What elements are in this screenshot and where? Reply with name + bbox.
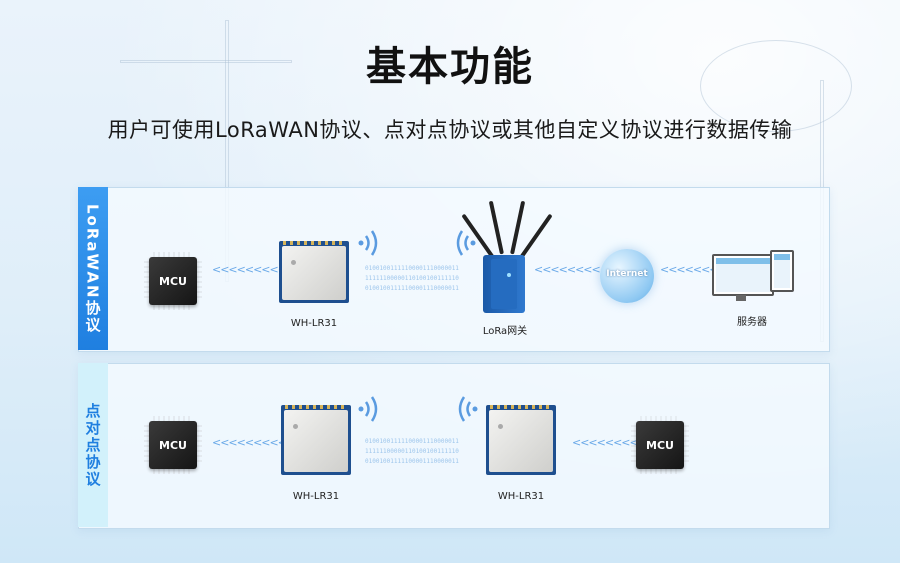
module-label: WH-LR31 bbox=[497, 491, 545, 502]
mcu-chip: MCU bbox=[631, 416, 689, 474]
module-label: WH-LR31 bbox=[290, 318, 338, 329]
internet-label: Internet bbox=[606, 269, 648, 279]
mcu-label: MCU bbox=[646, 438, 674, 452]
module-label: WH-LR31 bbox=[292, 491, 340, 502]
monitor-icon bbox=[712, 254, 774, 296]
lora-module bbox=[279, 241, 349, 303]
module-shield bbox=[284, 410, 348, 472]
server-label: 服务器 bbox=[737, 317, 767, 328]
binary-data-stream: 01001001111100001110000011 1111110000011… bbox=[365, 265, 459, 292]
page-title: 基本功能 bbox=[366, 44, 534, 90]
page-subtitle: 用户可使用LoRaWAN协议、点对点协议或其他自定义协议进行数据传输 bbox=[107, 118, 793, 142]
mcu-chip: MCU bbox=[144, 252, 202, 310]
arrows-icon: <<<<<<<<<< bbox=[572, 436, 655, 449]
p2p-panel bbox=[78, 363, 830, 529]
module-pins bbox=[285, 405, 347, 409]
lora-module bbox=[281, 405, 351, 475]
arrows-icon: <<<<<<<<<< bbox=[212, 436, 295, 449]
wifi-signal-icon bbox=[358, 230, 378, 256]
lorawan-tab: LoRaWAN协议 bbox=[78, 187, 108, 350]
gateway-label: LoRa网关 bbox=[482, 326, 528, 337]
lorawan-tab-label: LoRaWAN协议 bbox=[83, 203, 102, 334]
mcu-chip: MCU bbox=[144, 416, 202, 474]
monitor-icon bbox=[770, 250, 794, 292]
gateway-led bbox=[507, 273, 511, 277]
module-shield bbox=[489, 410, 553, 472]
lora-gateway bbox=[483, 255, 525, 313]
mcu-label: MCU bbox=[159, 274, 187, 288]
p2p-tab-label: 点对点协议 bbox=[83, 402, 102, 488]
server-icon bbox=[712, 250, 794, 306]
wifi-signal-icon bbox=[458, 396, 478, 422]
internet-globe-icon: Internet bbox=[600, 249, 654, 303]
arrows-icon: <<<<<<<<<< bbox=[534, 263, 617, 276]
binary-data-stream: 01001001111100001110000011 1111110000011… bbox=[365, 438, 459, 465]
wifi-signal-icon bbox=[358, 396, 378, 422]
mcu-label: MCU bbox=[159, 438, 187, 452]
background-pole bbox=[700, 40, 852, 132]
wifi-signal-icon bbox=[456, 230, 476, 256]
p2p-tab: 点对点协议 bbox=[78, 363, 108, 527]
module-shield bbox=[282, 246, 346, 300]
module-pins bbox=[283, 241, 345, 245]
module-pins bbox=[490, 405, 552, 409]
lora-module bbox=[486, 405, 556, 475]
arrows-icon: <<<<<<<<<< bbox=[212, 263, 295, 276]
background-pole bbox=[120, 60, 292, 63]
